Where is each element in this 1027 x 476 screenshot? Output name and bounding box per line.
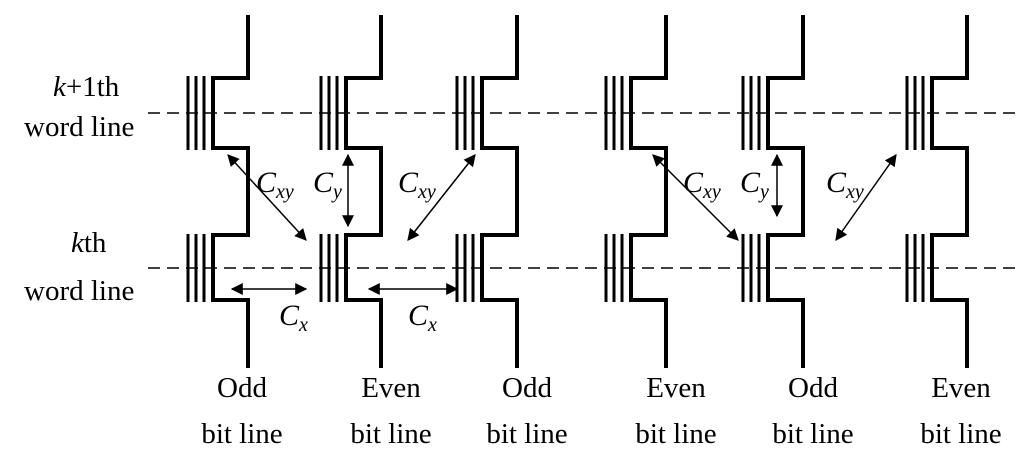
nand-string-2 <box>319 15 383 368</box>
cxy-arrow-right-2 <box>835 154 897 241</box>
bit-line-string-2 <box>344 15 383 368</box>
cxy-label-3: Cxy <box>683 166 721 203</box>
bit-line-string-4 <box>629 15 668 368</box>
bit-line-string-1 <box>211 15 250 368</box>
bit-line-label-5-sub: bit line <box>772 418 853 450</box>
nand-string-5 <box>741 15 805 368</box>
cxy-arrow-right-1 <box>407 154 476 241</box>
bit-line-string-6 <box>930 15 969 368</box>
bit-line-string-5 <box>766 15 805 368</box>
bit-line-label-5-name: Odd <box>788 372 838 404</box>
cy-label-2: Cy <box>740 166 769 203</box>
cxy-label-4: Cxy <box>826 166 864 203</box>
cxy-label-2: Cxy <box>398 166 436 203</box>
word-line-lower-label-line1: kth <box>71 227 107 259</box>
nand-string-6 <box>905 15 969 368</box>
nand-string-4 <box>604 15 668 368</box>
cxy-label-1: Cxy <box>256 166 294 203</box>
cx-label-2: Cx <box>408 299 437 336</box>
cxy-arrow-left-2 <box>652 154 739 241</box>
bit-line-string-3 <box>480 15 519 368</box>
cx-label-1: Cx <box>279 299 308 336</box>
bit-line-label-3-name: Odd <box>502 372 552 404</box>
word-line-upper-label-line1: k+1th <box>53 71 120 103</box>
bit-line-label-6-sub: bit line <box>920 418 1001 450</box>
nand-string-1 <box>186 15 250 368</box>
bit-line-label-6-name: Even <box>931 372 991 404</box>
nand-string-3 <box>455 15 519 368</box>
word-line-upper-label-line2: word line <box>24 111 134 143</box>
cy-label-1: Cy <box>313 166 342 203</box>
bit-line-label-4-name: Even <box>646 372 706 404</box>
bit-line-label-2-sub: bit line <box>350 418 431 450</box>
bit-line-label-4-sub: bit line <box>635 418 716 450</box>
cxy-arrow-left-1 <box>227 154 307 241</box>
bit-line-label-1-sub: bit line <box>201 418 282 450</box>
word-line-lower-label-line2: word line <box>24 275 134 307</box>
bit-line-label-3-sub: bit line <box>486 418 567 450</box>
bit-line-label-2-name: Even <box>361 372 421 404</box>
bit-line-label-1-name: Odd <box>217 372 267 404</box>
